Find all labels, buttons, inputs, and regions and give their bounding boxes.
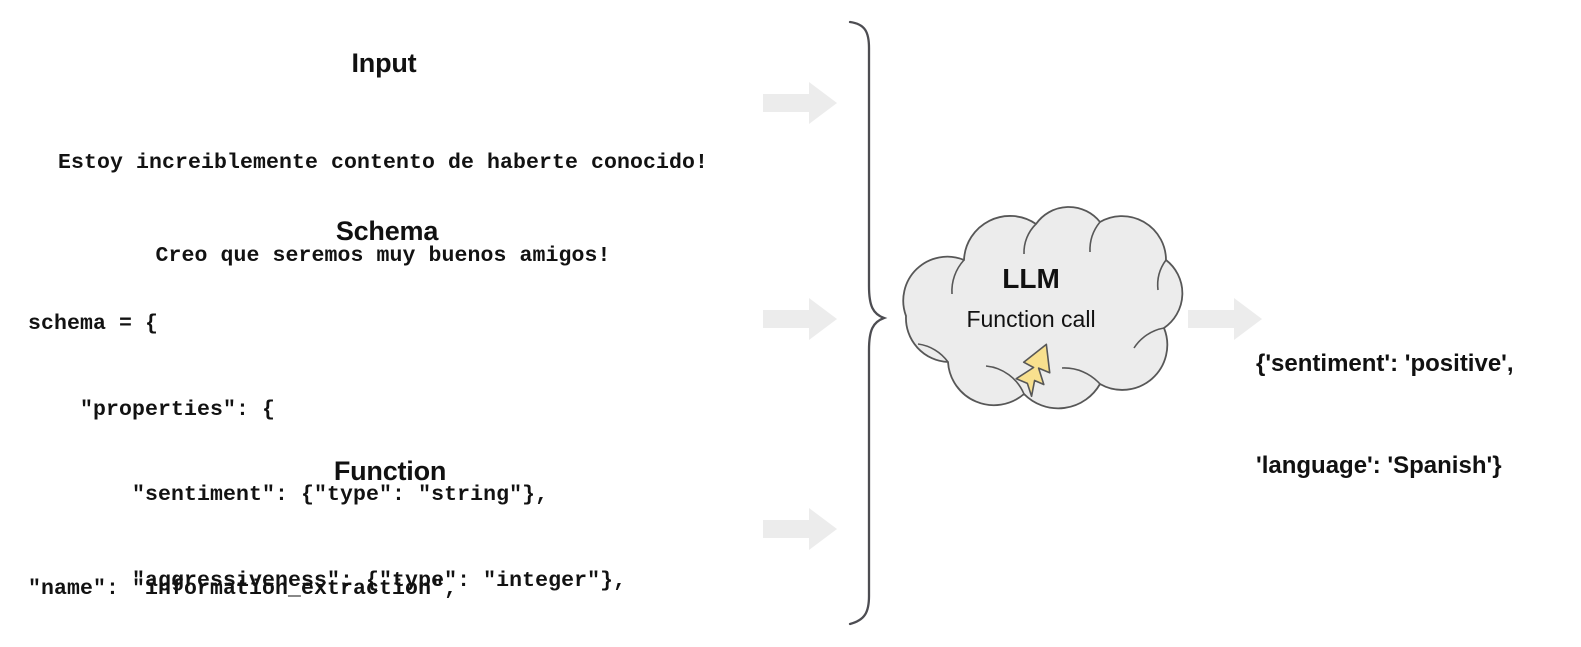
cloud-icon [902,206,1184,410]
schema-line-1: schema = { [28,312,159,336]
function-heading: Function [333,456,447,486]
grouping-brace [820,18,890,635]
function-line-1: "name": "information_extraction", [28,577,458,601]
arrow-right-icon [763,298,837,340]
lightning-bolt [1012,341,1064,404]
input-line-1: Estoy increiblemente contento de haberte… [57,151,709,175]
lightning-bolt-icon [1015,343,1051,398]
input-heading: Input [351,48,417,78]
right-curly-brace-icon [848,20,888,626]
schema-line-3: "sentiment": {"type": "string"}, [28,483,549,507]
function-text-block: "name": "information_extraction", "descr… [28,492,756,647]
llm-subtitle: Function call [966,306,1096,332]
llm-cloud [876,198,1186,435]
schema-heading: Schema [335,216,439,246]
output-text-block: {'sentiment': 'positive', 'language': 'S… [1256,279,1576,551]
input-text-block: Estoy increiblemente contento de haberte… [28,86,738,334]
schema-line-2: "properties": { [28,397,276,422]
input-arrow [763,82,837,124]
output-arrow [1188,298,1262,340]
output-line-2: 'language': 'Spanish'} [1256,452,1502,479]
schema-text-block: schema = { "properties": { "sentiment": … [28,253,626,647]
schema-line-4: "aggressiveness": {"type": "integer"}, [28,568,627,593]
arrow-right-icon [763,508,837,550]
arrow-right-icon [763,82,837,124]
arrow-right-icon [1188,298,1262,340]
schema-arrow [763,298,837,340]
llm-title: LLM [1002,263,1060,294]
output-line-1: {'sentiment': 'positive', [1256,350,1514,377]
function-arrow [763,508,837,550]
input-line-2: Creo que seremos muy buenos amigos! [155,244,611,268]
